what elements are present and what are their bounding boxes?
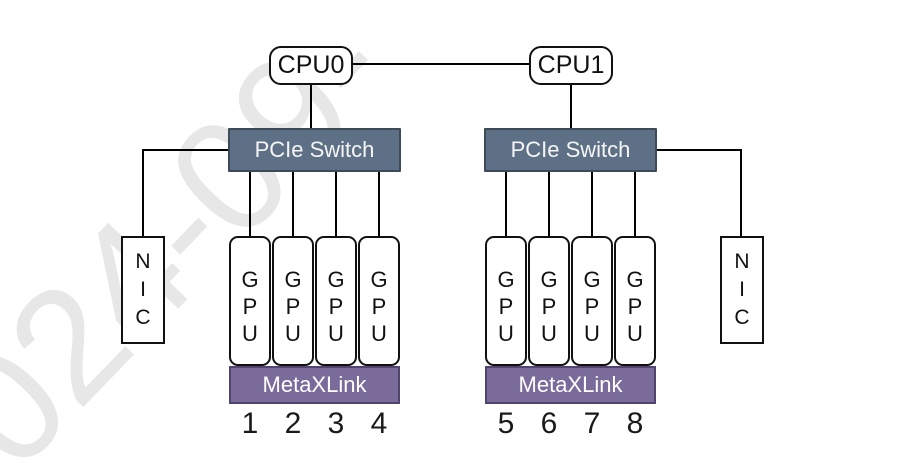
- metaxlink-bar-left: MetaXLink: [229, 366, 400, 404]
- gpu-index-label: 6: [540, 407, 558, 440]
- gpu-index-label: 3: [327, 407, 345, 440]
- line-switch-gpu: [505, 172, 507, 236]
- gpu-index-label: 7: [583, 407, 601, 440]
- line-switch-gpu: [548, 172, 550, 236]
- gpu-index-label: 2: [284, 407, 302, 440]
- line-switch-nic-left-vertical: [142, 149, 144, 236]
- gpu-box: G P U: [315, 236, 357, 366]
- gpu-box: G P U: [358, 236, 400, 366]
- nic-box-left: N I C: [121, 236, 165, 344]
- gpu-index-label: 1: [241, 407, 259, 440]
- gpu-box: G P U: [528, 236, 570, 366]
- metaxlink-bar-right: MetaXLink: [485, 366, 656, 404]
- cpu1-box: CPU1: [529, 46, 613, 85]
- line-cpu1-switch: [570, 85, 572, 128]
- line-switch-gpu: [292, 172, 294, 236]
- line-cpu0-cpu1: [352, 63, 529, 65]
- gpu-box: G P U: [614, 236, 656, 366]
- gpu-box: G P U: [229, 236, 271, 366]
- line-switch-gpu: [378, 172, 380, 236]
- pcie-switch-left: PCIe Switch: [228, 128, 401, 172]
- line-switch-nic-right-horizontal: [657, 149, 742, 151]
- line-switch-gpu: [335, 172, 337, 236]
- gpu-index-label: 5: [497, 407, 515, 440]
- gpu-index-label: 8: [626, 407, 644, 440]
- gpu-index-label: 4: [370, 407, 388, 440]
- line-switch-gpu: [634, 172, 636, 236]
- line-switch-gpu: [249, 172, 251, 236]
- cpu0-box: CPU0: [269, 46, 353, 85]
- pcie-switch-right: PCIe Switch: [484, 128, 657, 172]
- gpu-box: G P U: [485, 236, 527, 366]
- line-cpu0-switch: [310, 85, 312, 128]
- line-switch-nic-left-horizontal: [142, 149, 228, 151]
- gpu-box: G P U: [571, 236, 613, 366]
- line-switch-nic-right-vertical: [740, 149, 742, 236]
- gpu-box: G P U: [272, 236, 314, 366]
- line-switch-gpu: [591, 172, 593, 236]
- nic-box-right: N I C: [720, 236, 764, 344]
